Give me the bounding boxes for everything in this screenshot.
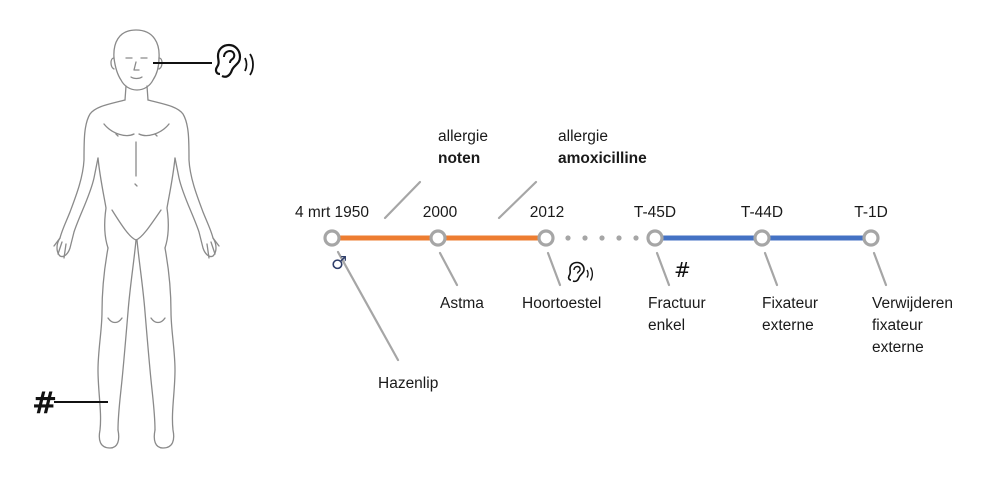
timeline-gap-dots xyxy=(565,235,639,241)
date-label-1950: 4 mrt 1950 xyxy=(295,204,369,221)
hearing-aid-ear-icon xyxy=(567,261,594,283)
date-label-2000: 2000 xyxy=(423,204,458,221)
ear-icon xyxy=(214,43,254,78)
timeline-node-t45d xyxy=(646,229,664,247)
event-label-fractuur-line1: Fractuur xyxy=(648,295,706,312)
timeline-node-1950 xyxy=(323,229,341,247)
event-label-fractuur-line2: enkel xyxy=(648,317,685,334)
fracture-hash-marker: # xyxy=(674,258,691,282)
timeline-node-2000 xyxy=(429,229,447,247)
male-symbol: ♂ xyxy=(331,253,347,274)
allergy-amoxicillin-line2: amoxicilline xyxy=(558,150,647,167)
event-label-fixateur-line2: externe xyxy=(762,317,814,334)
event-label-hoortoestel: Hoortoestel xyxy=(522,295,601,312)
allergy-amoxicillin-line1: allergie xyxy=(558,128,608,145)
timeline xyxy=(323,180,888,362)
date-label-t44d: T-44D xyxy=(741,204,783,221)
allergy-nuts-line1: allergie xyxy=(438,128,488,145)
event-label-verwijderen-line3: externe xyxy=(872,339,924,356)
event-label-hazenlip: Hazenlip xyxy=(378,375,438,392)
event-label-verwijderen-line2: fixateur xyxy=(872,317,923,334)
timeline-node-2012 xyxy=(537,229,555,247)
body-fracture-hash: # xyxy=(32,386,57,421)
date-label-t45d: T-45D xyxy=(634,204,676,221)
human-body-outline xyxy=(53,29,220,449)
timeline-node-t44d xyxy=(753,229,771,247)
allergy-nuts-line2: noten xyxy=(438,150,480,167)
event-label-fixateur-line1: Fixateur xyxy=(762,295,818,312)
date-label-2012: 2012 xyxy=(530,204,564,221)
timeline-node-t1d xyxy=(862,229,880,247)
date-label-t1d: T-1D xyxy=(854,204,888,221)
event-label-verwijderen-line1: Verwijderen xyxy=(872,295,953,312)
event-label-astma: Astma xyxy=(440,295,484,312)
